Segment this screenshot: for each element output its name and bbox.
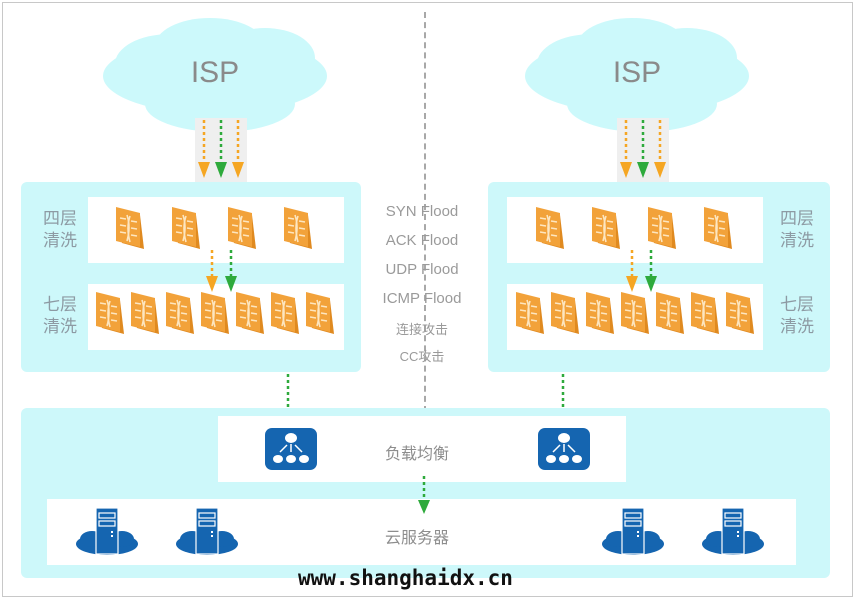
firewall-icon: [586, 292, 616, 336]
clean-arrow-to-servers: [418, 476, 430, 514]
firewall-icon: [536, 207, 566, 251]
layer4-label-right: 四层清洗: [780, 209, 814, 251]
load-balancer-icon: [265, 428, 317, 470]
attack-type-udp-flood: UDP Flood: [385, 261, 459, 278]
cloud-server-icon: [600, 506, 666, 562]
firewall-icon: [284, 207, 314, 251]
firewall-icon: [166, 292, 196, 336]
firewall-icon: [131, 292, 161, 336]
isp-cloud-left: [103, 18, 327, 132]
attack-type-ack-flood: ACK Flood: [385, 232, 459, 249]
firewall-icon: [236, 292, 266, 336]
firewall-icon: [704, 207, 734, 251]
firewall-icon: [691, 292, 721, 336]
cloud-server-row: [47, 499, 796, 565]
firewall-icon: [306, 292, 336, 336]
firewall-icon: [271, 292, 301, 336]
attack-type-icmp-flood: ICMP Flood: [382, 290, 462, 307]
cloud-server-icon: [700, 506, 766, 562]
inter-layer-arrows-right: [626, 250, 657, 292]
firewall-icon: [116, 207, 146, 251]
isp-label-right: ISP: [612, 56, 662, 89]
cloud-server-icon: [74, 506, 140, 562]
watermark: www.shanghaidx.cn: [298, 566, 513, 590]
attack-type-syn-flood: SYN Flood: [385, 203, 459, 220]
firewall-icon: [621, 292, 651, 336]
firewall-icon: [228, 207, 258, 251]
load-balancer-icon: [538, 428, 590, 470]
load-balancer-label: 负载均衡: [385, 444, 450, 463]
layer7-label-right: 七层清洗: [780, 295, 814, 337]
firewall-icon: [96, 292, 126, 336]
firewall-icon: [656, 292, 686, 336]
firewall-icon: [516, 292, 546, 336]
layer4-label-left: 四层清洗: [43, 209, 77, 251]
isp-cloud-right: [525, 18, 749, 132]
isp-traffic-arrows-right: [617, 118, 669, 182]
layer7-label-left: 七层清洗: [43, 295, 77, 337]
firewall-icon: [172, 207, 202, 251]
cloud-server-icon: [174, 506, 240, 562]
firewall-icon: [592, 207, 622, 251]
attack-type-connection: 连接攻击: [395, 322, 448, 337]
firewall-icon: [648, 207, 678, 251]
center-separator: [424, 12, 426, 412]
firewall-icon: [551, 292, 581, 336]
inter-layer-arrows-left: [206, 250, 237, 292]
firewall-icon: [201, 292, 231, 336]
isp-traffic-arrows-left: [195, 118, 247, 182]
cloud-server-label: 云服务器: [385, 528, 450, 547]
firewall-icon: [726, 292, 756, 336]
attack-type-cc: CC攻击: [399, 349, 445, 364]
isp-label-left: ISP: [190, 56, 240, 89]
